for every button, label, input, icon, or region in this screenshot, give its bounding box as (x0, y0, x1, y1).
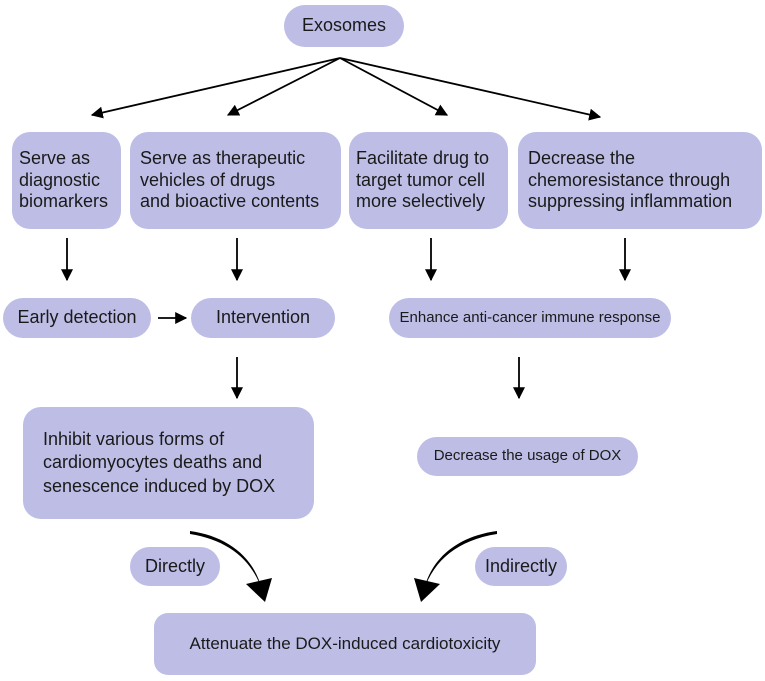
node-attenuate-label: Attenuate the DOX-induced cardiotoxicity (189, 633, 501, 653)
node-early-detection-label: Early detection (17, 307, 137, 328)
node-decrease-usage: Decrease the usage of DOX (417, 437, 638, 476)
node-indirectly-label: Indirectly (484, 555, 558, 576)
node-inhibit-label: Inhibit various forms of cardiomyocytes … (43, 428, 276, 496)
node-exosomes: Exosomes (284, 5, 404, 47)
node-enhance-immune-label: Enhance anti-cancer immune response (399, 308, 661, 326)
node-facilitate-drug: Facilitate drug to target tumor cell mor… (349, 132, 508, 229)
node-enhance-immune: Enhance anti-cancer immune response (389, 298, 671, 338)
node-early-detection: Early detection (3, 298, 151, 338)
node-indirectly: Indirectly (475, 547, 567, 586)
node-facilitate-label: Facilitate drug to target tumor cell mor… (356, 147, 490, 212)
node-diagnostic-label: Serve as diagnostic biomarkers (19, 147, 109, 212)
fanout-arrows (90, 57, 602, 121)
arrow-to-therapeutic (226, 57, 341, 116)
node-directly-label: Directly (144, 555, 205, 576)
arrow-to-diagnostic (90, 57, 341, 119)
node-intervention-label: Intervention (215, 307, 311, 328)
node-exosomes-label: Exosomes (301, 15, 387, 36)
arrow-to-facilitate (339, 57, 449, 116)
arrow-to-chemoresistance (339, 57, 602, 121)
node-decrease-chemoresistance: Decrease the chemoresistance through sup… (518, 132, 762, 229)
node-therapeutic-label: Serve as therapeutic vehicles of drugs a… (140, 147, 320, 212)
node-chemoresistance-label: Decrease the chemoresistance through sup… (528, 147, 733, 212)
node-diagnostic-biomarkers: Serve as diagnostic biomarkers (12, 132, 121, 229)
node-inhibit-deaths: Inhibit various forms of cardiomyocytes … (23, 407, 314, 519)
node-directly: Directly (130, 547, 220, 586)
node-attenuate-cardiotoxicity: Attenuate the DOX-induced cardiotoxicity (154, 613, 536, 675)
node-intervention: Intervention (191, 298, 335, 338)
node-therapeutic-vehicles: Serve as therapeutic vehicles of drugs a… (130, 132, 341, 229)
node-decrease-usage-label: Decrease the usage of DOX (433, 447, 622, 465)
